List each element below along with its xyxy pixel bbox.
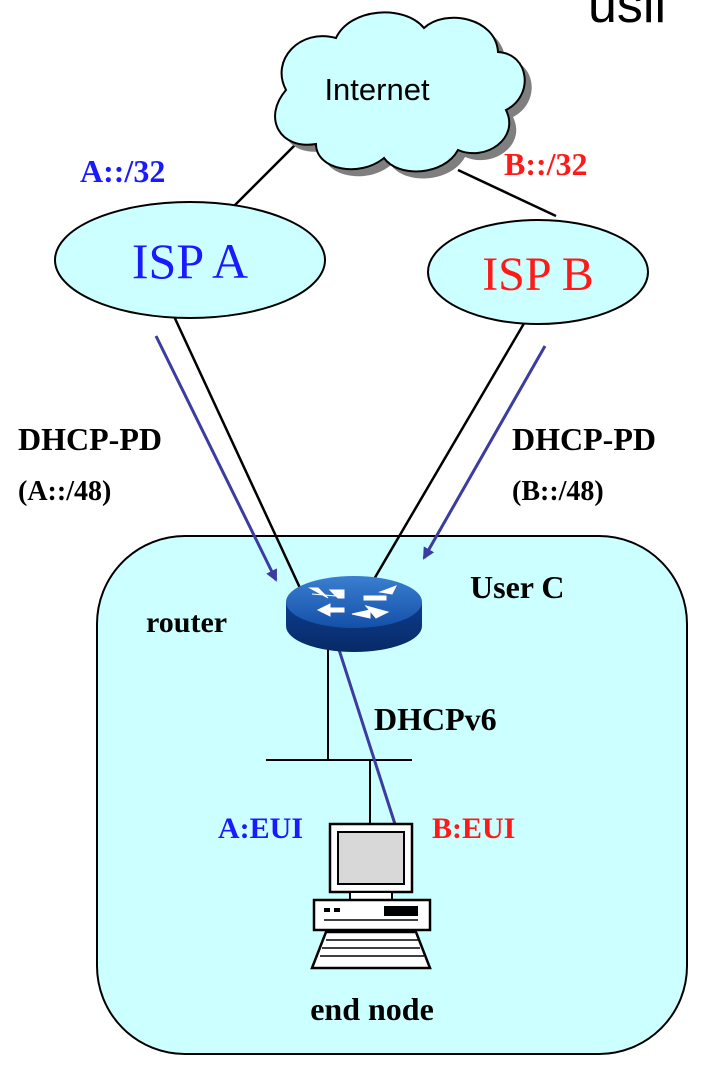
system-unit-light-2 [334, 908, 340, 912]
isp-a-label: ISP A [132, 233, 248, 289]
internet-cloud: Internet [274, 11, 532, 179]
router-arrows-icon [308, 585, 398, 619]
router-label: router [146, 606, 227, 639]
system-unit-light-1 [324, 908, 330, 912]
user-area-label: User C [470, 569, 565, 605]
addr-b-label: B:EUI [432, 812, 515, 845]
user-area [96, 535, 688, 1055]
isp-b-ellipse [427, 219, 649, 325]
arrow-dhcpv6 [332, 633, 405, 848]
link-internet-isp-b [457, 168, 557, 218]
cloud-label: Internet [324, 72, 430, 107]
dhcp-pd-b-prefix: (B::/48) [512, 476, 604, 507]
isp-a-prefix: A::/32 [80, 153, 165, 189]
router-top [286, 576, 422, 628]
keyboard [310, 930, 432, 970]
corner-text: usll [588, 0, 666, 34]
isp-b: ISP B [427, 219, 649, 325]
dhcpv6-label: DHCPv6 [374, 701, 497, 737]
disk-drive [384, 906, 418, 916]
link-internet-isp-a [231, 137, 303, 209]
link-isp-b-router [368, 319, 528, 587]
dhcp-pd-b-label: DHCP-PD [512, 421, 656, 457]
dhcp-pd-a-prefix: (A::/48) [18, 476, 111, 507]
end-node-label: end node [310, 991, 434, 1027]
isp-b-label: ISP B [482, 248, 594, 301]
isp-a-ellipse [54, 201, 326, 319]
isp-a: ISP A [54, 201, 326, 319]
router [286, 576, 422, 652]
monitor-screen [337, 831, 405, 885]
arrow-dhcp-pd-b [422, 345, 547, 560]
cloud-shape [274, 11, 526, 173]
link-isp-a-router [170, 311, 302, 589]
isp-b-prefix: B::/32 [504, 146, 588, 182]
dhcp-pd-a-label: DHCP-PD [18, 421, 162, 457]
arrow-dhcp-pd-a [154, 335, 278, 582]
addr-a-label: A:EUI [218, 812, 303, 845]
computer-icon [310, 822, 432, 970]
